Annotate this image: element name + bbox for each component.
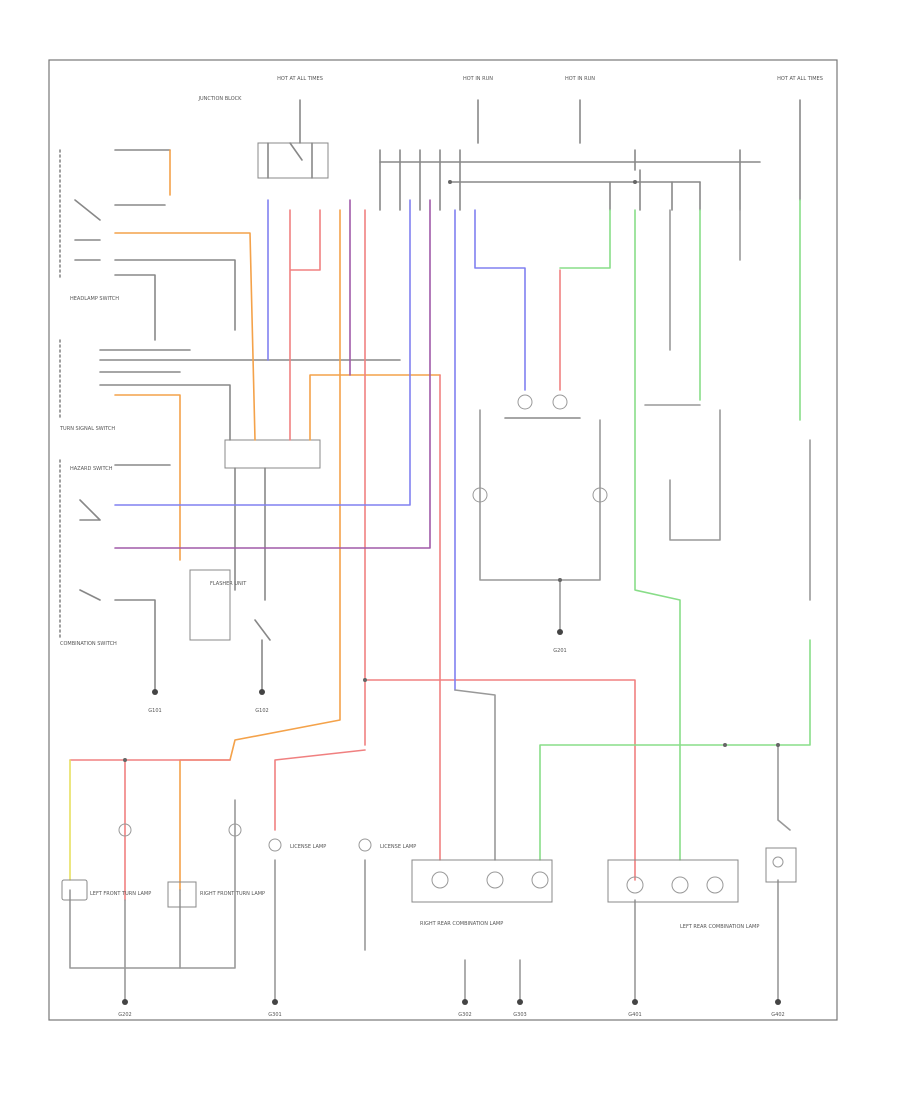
top-junction-block bbox=[257, 99, 801, 211]
left-rear-combination-label: LEFT REAR COMBINATION LAMP bbox=[680, 924, 759, 930]
wire-gray-2 bbox=[479, 409, 601, 581]
wire-gray-4 bbox=[669, 209, 721, 541]
wire-gray-9 bbox=[69, 799, 236, 1001]
flasher-unit: FLASHER UNIT bbox=[189, 439, 321, 691]
wire-blue-2 bbox=[114, 199, 411, 506]
wire-red-1 bbox=[289, 209, 321, 441]
wire-gray-11 bbox=[274, 859, 366, 1001]
ground-label-5: G301 bbox=[268, 1012, 281, 1018]
rear-combination-lamp-right: RIGHT REAR COMBINATION LAMP bbox=[411, 859, 553, 927]
turn-signal-switch: TURN SIGNAL SWITCH COMBINATION SWITCH bbox=[59, 339, 401, 691]
wire-gray-8 bbox=[777, 744, 791, 831]
headlamp-switch-label: HEADLAMP SWITCH bbox=[70, 296, 119, 302]
right-rear-combination-label: RIGHT REAR COMBINATION LAMP bbox=[420, 921, 503, 927]
wire-gray-13 bbox=[464, 959, 521, 1001]
left-front-turn-lamp-label: LEFT FRONT TURN LAMP bbox=[90, 891, 151, 897]
wire-green-1 bbox=[559, 209, 611, 269]
headlamp-switch: HEADLAMP SWITCH bbox=[59, 149, 236, 341]
wire-red-6 bbox=[274, 749, 366, 831]
front-turn-lamps: LEFT FRONT TURN LAMP RIGHT FRONT TURN LA… bbox=[61, 823, 265, 908]
wire-gray-1 bbox=[454, 689, 496, 861]
wire-blue-3 bbox=[454, 209, 526, 691]
diagram-frame bbox=[48, 59, 838, 1021]
ground-label-1: G101 bbox=[148, 708, 161, 714]
wire-orange-3 bbox=[114, 394, 181, 561]
fuse-label-4: HOT AT ALL TIMES bbox=[777, 76, 823, 82]
ground-label-3: G201 bbox=[553, 648, 566, 654]
junction-block-label: JUNCTION BLOCK bbox=[198, 96, 243, 102]
ground-label-8: G401 bbox=[628, 1012, 641, 1018]
fuse-label-3: HOT IN RUN bbox=[565, 76, 595, 82]
wire-orange-5 bbox=[179, 369, 341, 891]
ground-label-4: G202 bbox=[118, 1012, 131, 1018]
wire-orange-2 bbox=[114, 232, 256, 441]
right-front-turn-lamp-label: RIGHT FRONT TURN LAMP bbox=[200, 891, 265, 897]
wire-red-5 bbox=[69, 759, 231, 901]
ground-label-9: G402 bbox=[771, 1012, 784, 1018]
top-labels: HOT AT ALL TIMES HOT IN RUN HOT IN RUN H… bbox=[198, 76, 823, 102]
wire-red-3 bbox=[364, 679, 636, 881]
rear-combination-lamp-left: LEFT REAR COMBINATION LAMP bbox=[607, 859, 759, 930]
wire-purple-1 bbox=[114, 199, 431, 549]
wire-green-2 bbox=[634, 209, 681, 861]
hazard-switch-label: HAZARD SWITCH bbox=[70, 466, 113, 472]
license-lamp-label-1: LICENSE LAMP bbox=[290, 844, 326, 850]
license-lamps: LICENSE LAMP LICENSE LAMP bbox=[268, 838, 416, 852]
wire-orange-4 bbox=[309, 209, 441, 441]
license-lamp-label-2: LICENSE LAMP bbox=[380, 844, 416, 850]
flasher-unit-label: FLASHER UNIT bbox=[210, 581, 247, 587]
wire-green-4 bbox=[539, 639, 811, 861]
ground-label-7: G303 bbox=[513, 1012, 526, 1018]
side-lamp-right bbox=[765, 847, 797, 883]
lamp-group-mid bbox=[472, 394, 608, 503]
ground-points: G101 G102 G201 G202 G301 G302 G303 G401 … bbox=[118, 629, 785, 1018]
turn-signal-switch-label: TURN SIGNAL SWITCH bbox=[59, 426, 115, 432]
fuse-label-1: HOT AT ALL TIMES bbox=[277, 76, 323, 82]
ground-label-6: G302 bbox=[458, 1012, 471, 1018]
splice-points bbox=[123, 180, 780, 762]
combination-switch-label: COMBINATION SWITCH bbox=[60, 641, 117, 647]
wire-gray-12 bbox=[634, 879, 779, 1001]
ground-label-2: G102 bbox=[255, 708, 268, 714]
fuse-label-2: HOT IN RUN bbox=[463, 76, 493, 82]
